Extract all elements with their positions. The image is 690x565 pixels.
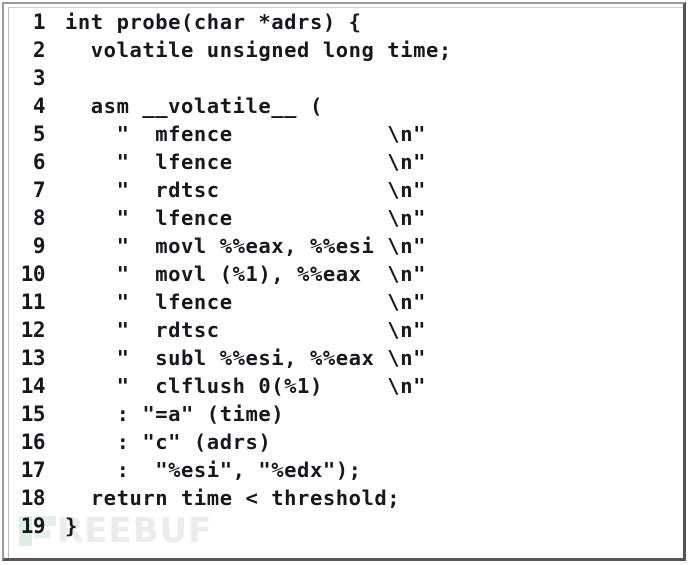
line-source: " lfence \n"	[65, 206, 426, 230]
line-number: 8	[32, 206, 46, 230]
code-line: 3	[9, 64, 683, 92]
line-number: 5	[32, 122, 46, 146]
code-line: 18 return time < threshold;	[9, 484, 683, 512]
line-number: 7	[32, 178, 46, 202]
line-source: " movl (%1), %%eax \n"	[65, 262, 426, 286]
code-line: 16 : "c" (adrs)	[9, 428, 683, 456]
line-source: " movl %%eax, %%esi \n"	[65, 234, 426, 258]
line-number: 16	[20, 430, 46, 454]
line-number: 14	[20, 374, 46, 398]
line-source: volatile unsigned long time;	[65, 38, 452, 62]
line-number: 2	[32, 38, 46, 62]
code-frame-inner: REEBUF 1 int probe(char *adrs) { 2 volat…	[8, 7, 683, 558]
code-line: 4 asm __volatile__ (	[9, 92, 683, 120]
line-number: 11	[20, 290, 46, 314]
code-line: 10 " movl (%1), %%eax \n"	[9, 260, 683, 288]
line-source: " lfence \n"	[65, 150, 426, 174]
code-line: 6 " lfence \n"	[9, 148, 683, 176]
code-line: 19 }	[9, 512, 683, 540]
code-line: 9 " movl %%eax, %%esi \n"	[9, 232, 683, 260]
line-source: : "%esi", "%edx");	[65, 458, 362, 482]
line-source: : "c" (adrs)	[65, 430, 272, 454]
line-number: 3	[32, 66, 46, 90]
line-source: " rdtsc \n"	[65, 178, 426, 202]
line-number: 9	[32, 234, 46, 258]
line-number: 13	[20, 346, 46, 370]
code-line: 2 volatile unsigned long time;	[9, 36, 683, 64]
line-source: }	[65, 514, 78, 538]
code-line: 5 " mfence \n"	[9, 120, 683, 148]
line-source: " mfence \n"	[65, 122, 426, 146]
line-number: 12	[20, 318, 46, 342]
line-number: 1	[32, 10, 46, 34]
line-source: " lfence \n"	[65, 290, 426, 314]
line-number: 18	[20, 486, 46, 510]
code-line: 17 : "%esi", "%edx");	[9, 456, 683, 484]
line-source: int probe(char *adrs) {	[65, 10, 362, 34]
line-number: 4	[32, 94, 46, 118]
code-line: 15 : "=a" (time)	[9, 400, 683, 428]
line-source: " clflush 0(%1) \n"	[65, 374, 426, 398]
line-source: asm __volatile__ (	[65, 94, 323, 118]
code-lines: 1 int probe(char *adrs) { 2 volatile uns…	[9, 8, 683, 558]
code-line: 13 " subl %%esi, %%eax \n"	[9, 344, 683, 372]
code-line: 8 " lfence \n"	[9, 204, 683, 232]
code-line: 7 " rdtsc \n"	[9, 176, 683, 204]
line-number: 19	[20, 514, 46, 538]
line-source: " subl %%esi, %%eax \n"	[65, 346, 426, 370]
line-number: 10	[20, 262, 46, 286]
line-number: 15	[20, 402, 46, 426]
line-source: : "=a" (time)	[65, 402, 285, 426]
code-line: 12 " rdtsc \n"	[9, 316, 683, 344]
line-source: " rdtsc \n"	[65, 318, 426, 342]
line-number: 17	[20, 458, 46, 482]
code-line: 1 int probe(char *adrs) {	[9, 8, 683, 36]
code-line: 11 " lfence \n"	[9, 288, 683, 316]
code-line: 14 " clflush 0(%1) \n"	[9, 372, 683, 400]
line-source: return time < threshold;	[65, 486, 401, 510]
line-number: 6	[32, 150, 46, 174]
